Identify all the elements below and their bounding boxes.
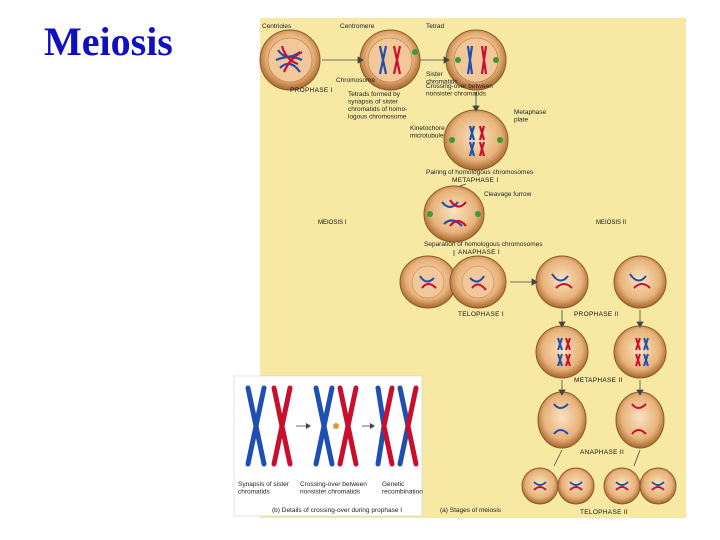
- inset-pair-recombination: [375, 385, 419, 467]
- cell-telophase1: [399, 255, 507, 309]
- label-chromosome: Chromosome: [336, 77, 375, 84]
- caption-a: (a) Stages of meiosis: [440, 507, 502, 514]
- stage-metaphase1: METAPHASE I: [452, 177, 499, 184]
- inset-caption-b: (b) Details of crossing-over during prop…: [272, 507, 402, 514]
- label-tetrad: Tetrad: [426, 23, 444, 30]
- meiosis-diagram: Centrioles Centromere Tetrad Chromosome …: [233, 18, 686, 518]
- stage-prophase1: PROPHASE I: [290, 87, 333, 94]
- cell-prophase1: [259, 29, 321, 91]
- stage-telophase1: TELOPHASE I: [458, 311, 504, 318]
- slide-title: Meiosis: [44, 19, 173, 64]
- inset-pair-synapsis: [245, 385, 293, 467]
- stage-anaphase2: ANAPHASE II: [580, 449, 624, 456]
- cell-prophase1-tetrad: [359, 29, 421, 91]
- label-separation: Separation of homologous chromosomes: [424, 241, 543, 248]
- label-centrioles: Centrioles: [262, 23, 292, 30]
- label-cleavage-furrow: Cleavage furrow: [484, 191, 532, 198]
- label-pairing: Pairing of homologous chromosomes: [426, 169, 534, 176]
- flow-arrows: [322, 56, 644, 467]
- cell-metaphase2: [535, 325, 667, 379]
- stage-metaphase2: METAPHASE II: [574, 377, 623, 384]
- stage-anaphase1: ANAPHASE I: [458, 249, 500, 256]
- cell-prophase2: [535, 255, 667, 309]
- cell-telophase2: [521, 467, 677, 505]
- inset-pair-crossing: [313, 385, 359, 467]
- section-meiosis1: MEIOSIS I: [318, 220, 347, 226]
- stage-prophase2: PROPHASE II: [574, 311, 619, 318]
- cell-anaphase2: [537, 391, 665, 449]
- stage-telophase2: TELOPHASE II: [580, 509, 628, 516]
- label-centromere: Centromere: [340, 23, 375, 30]
- section-meiosis2: MEIOSIS II: [596, 220, 626, 226]
- cell-metaphase1: [443, 109, 509, 171]
- cell-anaphase1: [423, 185, 485, 243]
- cell-prophase1-late: [445, 29, 507, 91]
